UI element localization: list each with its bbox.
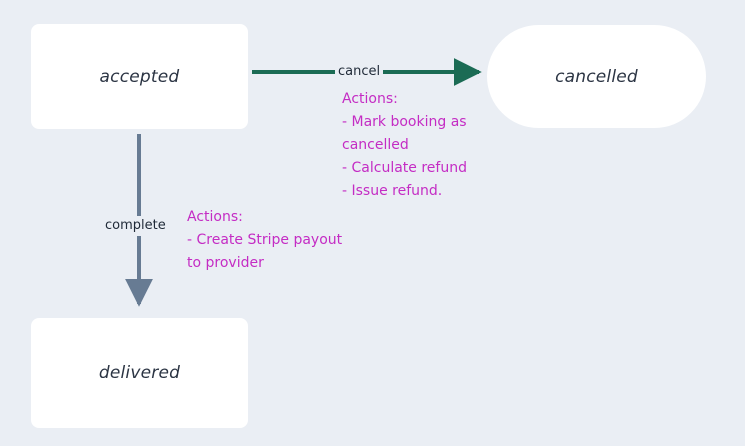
actions-annotation-complete: Actions: - Create Stripe payout to provi… [187, 206, 362, 275]
actions-annotation-cancel: Actions: - Mark booking as cancelled - C… [342, 88, 492, 203]
state-node-accepted-label: accepted [99, 66, 180, 87]
edge-label-cancel: cancel [335, 64, 384, 80]
state-node-cancelled[interactable]: cancelled [487, 25, 706, 128]
state-node-accepted[interactable]: accepted [31, 24, 248, 129]
actions-heading: Actions: [187, 209, 243, 225]
actions-item: - Mark booking as [342, 114, 467, 130]
edge-label-complete: complete [101, 216, 170, 236]
state-node-delivered-label: delivered [98, 363, 181, 383]
actions-item: - Create Stripe payout [187, 232, 343, 248]
actions-item: cancelled [342, 137, 409, 153]
state-node-delivered[interactable]: delivered [31, 318, 248, 428]
actions-heading: Actions: [342, 91, 398, 107]
actions-item: - Calculate refund [342, 160, 467, 176]
state-node-cancelled-label: cancelled [555, 66, 638, 87]
actions-item: to provider [187, 255, 264, 271]
actions-item: - Issue refund. [342, 183, 443, 199]
